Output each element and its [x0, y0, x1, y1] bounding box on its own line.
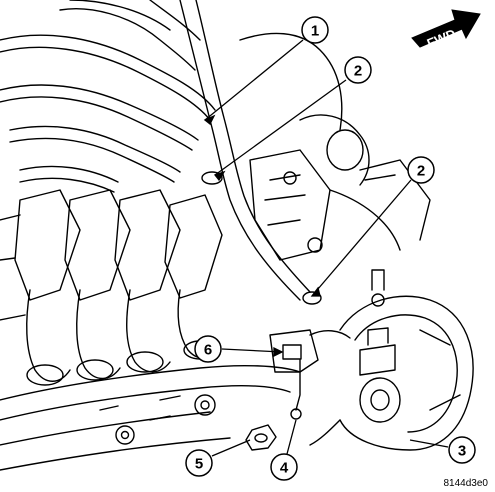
callout-number: 3	[458, 443, 466, 460]
callout-2-lower: 2	[407, 156, 435, 184]
callout-3: 3	[448, 436, 476, 464]
callout-number: 2	[417, 163, 425, 180]
callout-number: 5	[195, 456, 203, 473]
coil-pack-row	[0, 189, 223, 386]
callout-4: 4	[270, 453, 298, 481]
intake-runners	[0, 0, 216, 193]
leader-lines	[203, 39, 449, 457]
direction-badge: FWD	[411, 9, 481, 51]
fwd-arrow-icon	[411, 9, 481, 48]
callout-1: 1	[301, 16, 329, 44]
callout-number: 6	[204, 342, 212, 359]
callout-number: 1	[311, 23, 319, 40]
image-code: 8144d3e0	[444, 478, 489, 489]
purge-solenoid-body	[309, 295, 474, 451]
engine-artwork	[0, 0, 474, 471]
callout-6: 6	[194, 335, 222, 363]
callout-number: 4	[280, 460, 289, 477]
hose-connector	[269, 329, 351, 420]
vacuum-hose	[179, 0, 322, 305]
fwd-label: FWD	[425, 26, 458, 51]
retaining-nut	[245, 424, 277, 451]
callout-5: 5	[185, 449, 213, 477]
callout-number: 2	[354, 63, 362, 80]
cylinder-head	[0, 364, 301, 471]
callout-2-upper: 2	[344, 56, 372, 84]
